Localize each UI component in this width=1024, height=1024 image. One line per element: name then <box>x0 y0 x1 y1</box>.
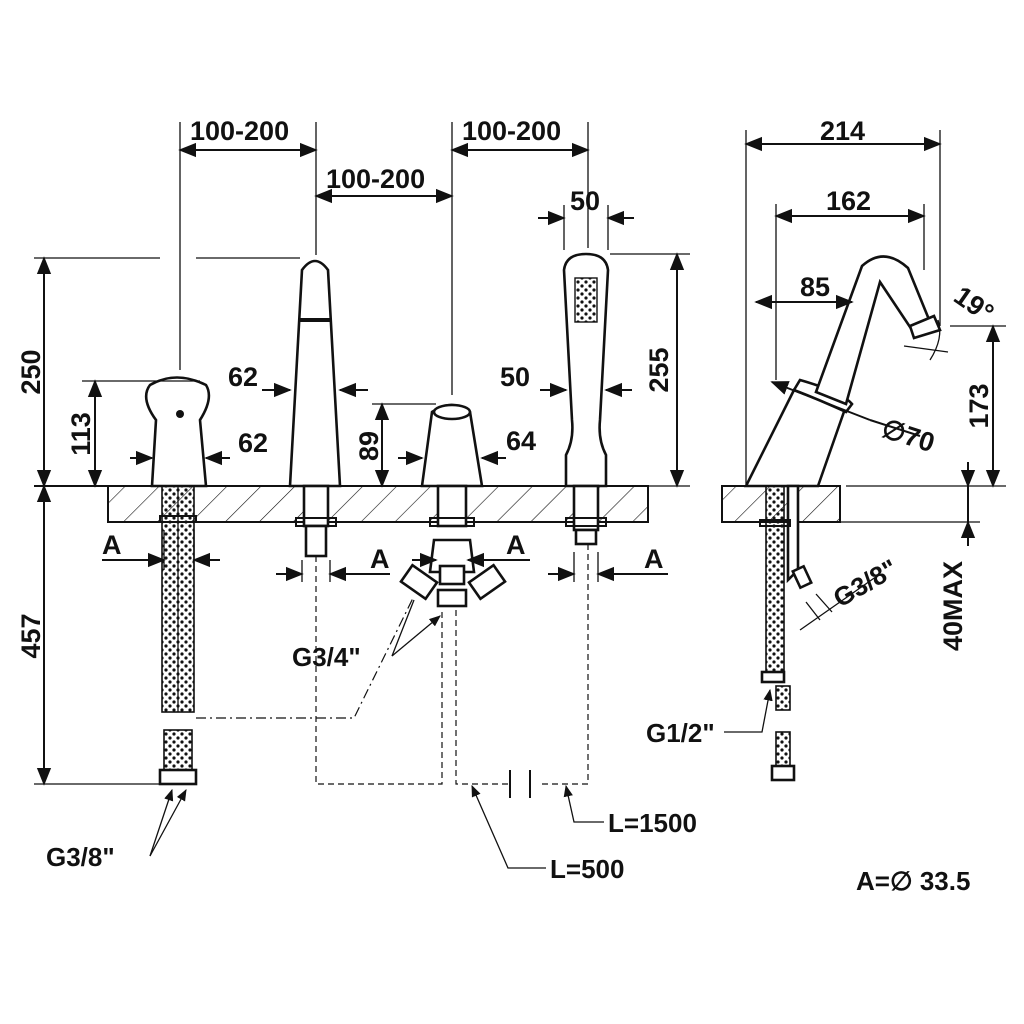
label-thread-side-top: G3/8" <box>828 553 902 613</box>
label-hose-long: L=1500 <box>608 808 697 838</box>
label-thread-left-hoses: G3/8" <box>46 842 115 872</box>
hose-paths <box>196 544 589 798</box>
handle-valve <box>144 376 211 786</box>
dim-side-offset: 85 <box>800 272 830 302</box>
dim-diverter-width: 64 <box>506 426 536 456</box>
front-leaders <box>149 599 604 869</box>
dimension-labels: 100-200 100-200 100-200 50 214 162 85 19… <box>16 116 999 659</box>
label-thread-side-bottom: G1/2" <box>646 718 715 748</box>
dim-hand-width-lower: 50 <box>500 362 530 392</box>
dim-deck-max: 40MAX <box>938 561 968 651</box>
label-thread-diverter: G3/4" <box>292 642 361 672</box>
dim-side-width: 214 <box>820 116 865 146</box>
dim-height-side: 173 <box>964 383 994 428</box>
dim-depth-below: 457 <box>16 613 46 658</box>
dim-spacing-right: 100-200 <box>462 116 561 146</box>
marker-a-3: A <box>506 530 526 560</box>
marker-a-2: A <box>370 544 390 574</box>
label-hose-short: L=500 <box>550 854 624 884</box>
dim-spout-width: 62 <box>238 428 268 458</box>
dim-height-handshower: 255 <box>644 347 674 392</box>
marker-a-1: A <box>102 530 122 560</box>
side-view <box>721 255 942 782</box>
dim-handle-width: 62 <box>228 362 258 392</box>
dim-spacing-middle: 100-200 <box>326 164 425 194</box>
dim-spacing-left: 100-200 <box>190 116 289 146</box>
label-hole-note: A=∅ 33.5 <box>856 866 970 896</box>
dim-height-diverter: 89 <box>354 431 384 461</box>
deck-front <box>34 485 649 523</box>
dim-diameter-base: ∅70 <box>878 413 938 458</box>
side-dimensions <box>724 130 1006 733</box>
dim-height-total: 250 <box>16 349 46 394</box>
dim-side-reach: 162 <box>826 186 871 216</box>
dim-handshower-width: 50 <box>570 186 600 216</box>
marker-a-4: A <box>644 544 664 574</box>
hand-shower <box>562 252 610 546</box>
diverter <box>399 403 507 608</box>
dim-angle: 19° <box>949 280 1000 328</box>
front-dimensions <box>34 122 690 786</box>
dim-height-handle: 113 <box>66 412 96 456</box>
